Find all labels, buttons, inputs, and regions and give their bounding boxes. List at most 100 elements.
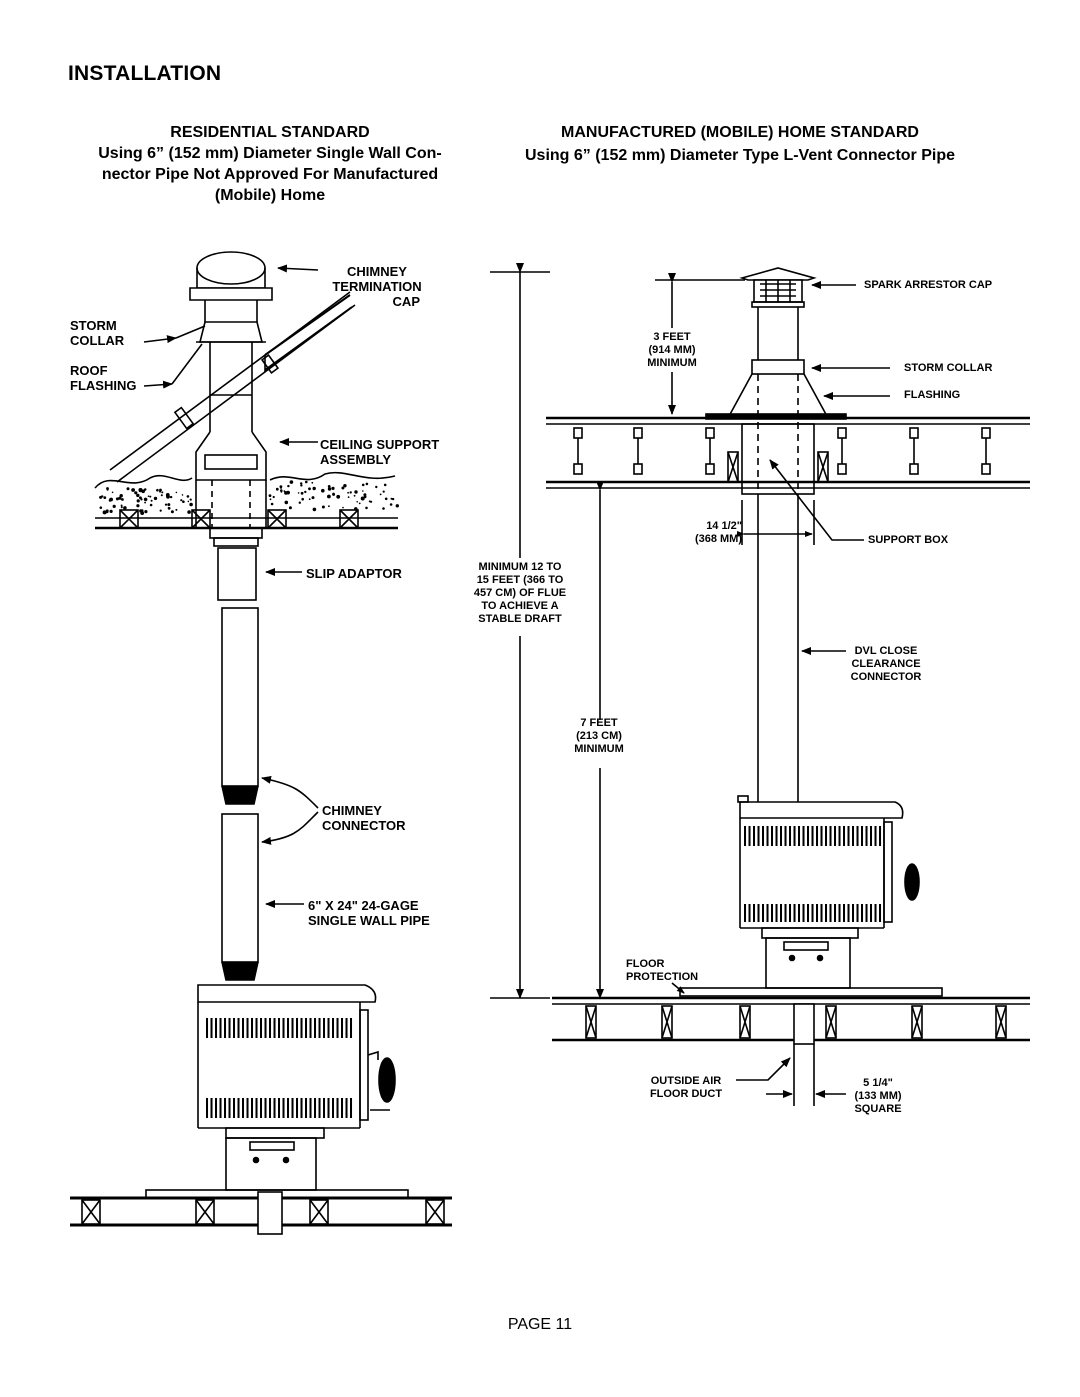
stove-grille-bar: [874, 904, 877, 922]
insulation-speckle: [343, 484, 347, 488]
stove-grille-bar: [278, 1018, 281, 1038]
stove-grille-bar: [345, 1018, 348, 1038]
stove-grille-bar: [843, 904, 846, 922]
stove-grille-bar: [834, 904, 837, 922]
insulation-speckle: [272, 495, 275, 499]
insulation-speckle: [362, 490, 364, 492]
stove-grille-bar: [879, 826, 882, 846]
insulation-speckle: [297, 492, 300, 494]
insulation-speckle: [160, 494, 163, 497]
insulation-speckle: [331, 486, 335, 490]
insulation-speckle: [181, 494, 184, 496]
insulation-speckle: [150, 499, 153, 502]
stove-grille-bar: [233, 1018, 236, 1038]
label-chimney-connector: CHIMNEY CONNECTOR: [322, 803, 406, 833]
stove-grille-bar: [816, 904, 819, 922]
stove-grille-bar: [865, 826, 868, 846]
stove-grille-bar: [318, 1098, 321, 1118]
label-outside-air: OUTSIDE AIR FLOOR DUCT: [640, 1075, 732, 1101]
label-line: OUTSIDE AIR: [650, 1075, 722, 1087]
insulation-speckle: [347, 496, 350, 498]
stove-grille-bar: [816, 826, 819, 846]
stove-grille-bar: [273, 1018, 276, 1038]
stove-grille-bar: [309, 1018, 312, 1038]
stove-grille-bar: [341, 1018, 344, 1038]
insulation-speckle: [283, 490, 286, 493]
label-line: CLEARANCE: [851, 658, 921, 670]
label-line: 14 1/2": [706, 520, 742, 532]
insulation-speckle: [280, 489, 283, 492]
insulation-speckle: [353, 494, 356, 497]
stove-grille-bar: [309, 1098, 312, 1118]
insulation-speckle: [288, 506, 292, 510]
label-line: MINIMUM: [647, 357, 697, 369]
stove-grille-bar: [269, 1098, 272, 1118]
residential-subtitle-line-2: nector Pipe Not Approved For Manufacture…: [101, 166, 439, 183]
stove-grille-bar: [798, 826, 801, 846]
stove-grille-bar: [237, 1018, 240, 1038]
insulation-speckle: [327, 494, 331, 499]
insulation-speckle: [390, 497, 393, 500]
stove-grille-bar: [341, 1098, 344, 1118]
stove-grille-bar: [802, 826, 805, 846]
stove-grille-bar: [291, 1098, 294, 1118]
insulation-speckle: [379, 493, 382, 496]
insulation-speckle: [289, 480, 294, 484]
stove-grille-bar: [305, 1098, 308, 1118]
stove-grille-bar: [793, 826, 796, 846]
stove-grille-bar: [228, 1018, 231, 1038]
stove-grille-bar: [336, 1098, 339, 1118]
insulation-speckle: [301, 497, 305, 501]
stove-grille-bar: [314, 1098, 317, 1118]
stove-grille-bar: [744, 904, 747, 922]
label-line: TO ACHIEVE A: [481, 600, 559, 612]
label-storm-collar-right: STORM COLLAR: [904, 362, 993, 374]
insulation-speckle: [120, 506, 123, 509]
insulation-speckle: [280, 486, 282, 489]
stove-grille-bar: [820, 826, 823, 846]
insulation-speckle: [144, 510, 148, 514]
insulation-speckle: [187, 500, 190, 503]
insulation-speckle: [156, 488, 159, 492]
stove-grille-bar: [780, 904, 783, 922]
insulation-speckle: [134, 491, 138, 495]
stove-grille-bar: [820, 904, 823, 922]
label-roof-flashing: ROOF FLASHING: [70, 363, 136, 393]
label-line: 457 CM) OF FLUE: [473, 587, 567, 599]
label-line: (213 CM): [576, 730, 622, 742]
label-line: ROOF: [70, 363, 108, 378]
stove-grille-bar: [260, 1098, 263, 1118]
stove-grille-bar: [771, 904, 774, 922]
label-slip-adaptor: SLIP ADAPTOR: [306, 566, 402, 581]
stove-grille-bar: [210, 1018, 213, 1038]
insulation-speckle: [111, 491, 114, 494]
stove-grille-bar: [219, 1018, 222, 1038]
insulation-speckle: [161, 491, 164, 494]
insulation-speckle: [391, 497, 395, 501]
insulation-speckle: [167, 503, 171, 507]
stove-grille-bar: [856, 826, 859, 846]
insulation-speckle: [341, 486, 345, 490]
label-line: CONNECTOR: [850, 671, 922, 683]
insulation-speckle: [389, 503, 393, 506]
stove-grille-bar: [336, 1018, 339, 1038]
stove-grille-bar: [215, 1098, 218, 1118]
insulation-speckle: [187, 510, 191, 514]
insulation-speckle: [284, 500, 289, 505]
label-line: (914 MM): [648, 344, 696, 356]
stove-grille-bar: [811, 826, 814, 846]
stove-grille-bar: [242, 1018, 245, 1038]
insulation-speckle: [106, 510, 109, 514]
insulation-speckle: [121, 498, 124, 501]
label-storm-collar-left: STORM COLLAR: [70, 318, 124, 348]
stove-grille-bar: [327, 1018, 330, 1038]
label-chimney-cap-line: CHIMNEY: [347, 264, 407, 279]
stove-grille-bar: [852, 826, 855, 846]
insulation-speckle: [365, 506, 368, 510]
label-line: ASSEMBLY: [320, 452, 392, 467]
stove-grille-bar: [332, 1018, 335, 1038]
insulation-speckle: [175, 508, 178, 511]
stove-grille-bar: [318, 1018, 321, 1038]
insulation-speckle: [147, 495, 150, 498]
